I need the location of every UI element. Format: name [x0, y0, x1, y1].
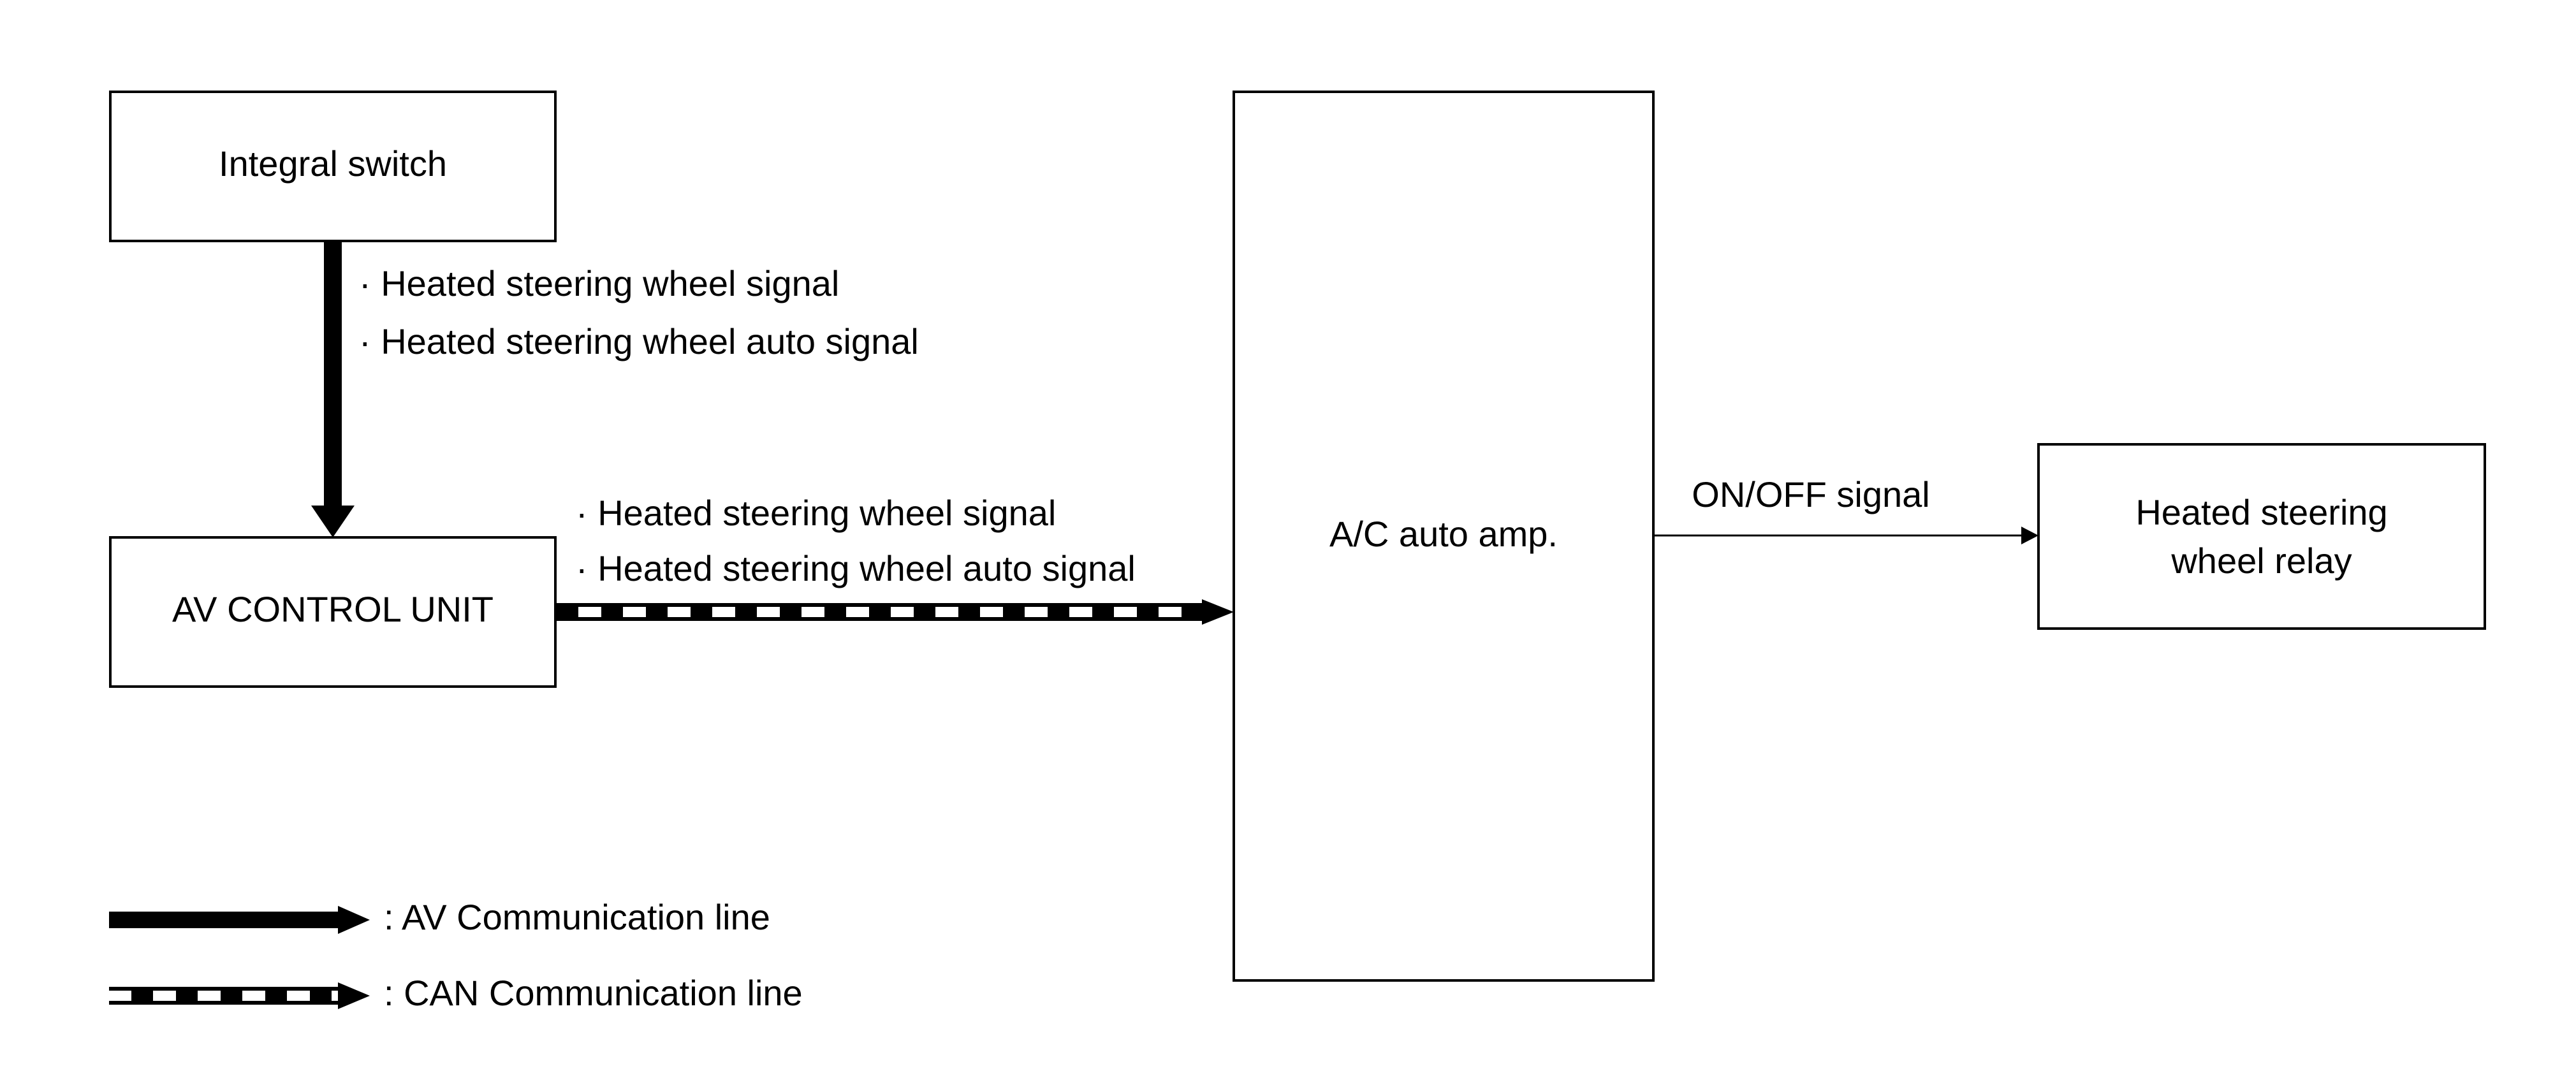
ac-auto-amp-block: A/C auto amp. [1233, 91, 1655, 982]
ac-auto-amp-label: A/C auto amp. [1329, 514, 1558, 554]
arrowhead-icon [338, 982, 370, 1009]
av-signal-2: · Heated steering wheel auto signal [576, 548, 1136, 588]
av-control-unit-label: AV CONTROL UNIT [172, 589, 494, 629]
integral-switch-label: Integral switch [219, 143, 447, 184]
arrowhead-icon [1202, 599, 1234, 625]
heated-relay-label-line2: wheel relay [2170, 541, 2352, 581]
can-line-av-unit-to-amp [557, 599, 1234, 625]
switch-signal-2: · Heated steering wheel auto signal [359, 321, 919, 361]
heated-relay-label-line1: Heated steering [2135, 492, 2387, 532]
legend-can-line-sample [109, 987, 340, 1005]
legend-av-line: : AV Communication line [109, 897, 770, 937]
arrowhead-icon [311, 506, 355, 537]
arrowhead-icon [338, 906, 370, 934]
switch-signal-1: · Heated steering wheel signal [359, 263, 839, 303]
av-signal-1: · Heated steering wheel signal [576, 493, 1056, 533]
integral-switch-block: Integral switch [109, 91, 557, 242]
arrowhead-icon [2021, 527, 2038, 544]
heated-steering-wheel-relay-block: Heated steering wheel relay [2037, 443, 2486, 630]
legend-can-line-label: : CAN Communication line [384, 973, 803, 1013]
on-off-signal-label: ON/OFF signal [1692, 474, 1929, 514]
legend-can-line: : CAN Communication line [109, 973, 803, 1013]
av-control-unit-block: AV CONTROL UNIT [109, 536, 557, 688]
av-line-switch-to-av-unit [311, 242, 355, 537]
on-off-signal-line [1653, 527, 2038, 544]
legend-av-line-sample [109, 912, 340, 928]
legend-av-line-label: : AV Communication line [384, 897, 770, 937]
